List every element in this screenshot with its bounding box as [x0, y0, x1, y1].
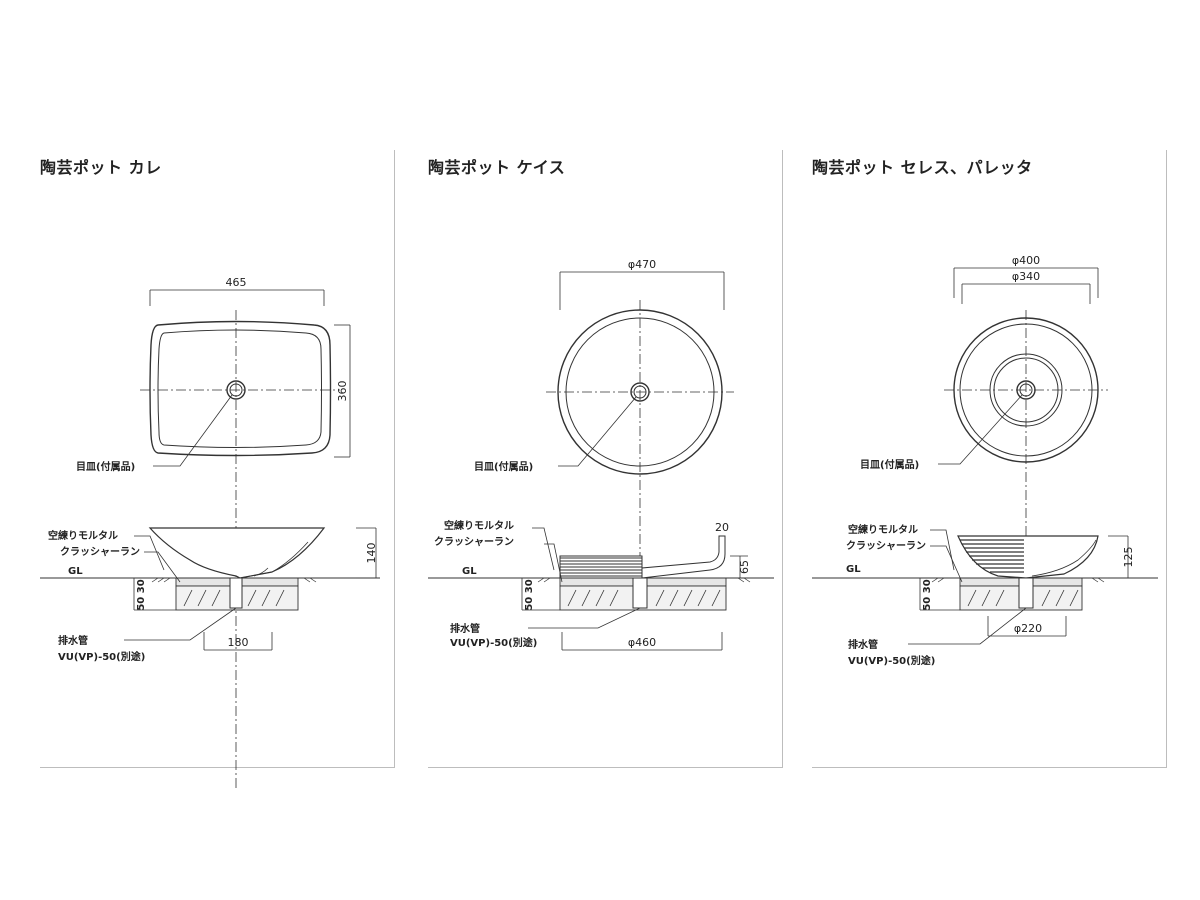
label-gl: GL	[846, 564, 861, 575]
label-strainer: 目皿(付属品)	[860, 458, 919, 471]
panel-seresu-paretta: 陶芸ポット セレス、パレッタ φ400 φ340 目皿(付属品)	[812, 150, 1167, 768]
kare-section-view	[40, 527, 380, 651]
dim-height: 125	[1122, 547, 1135, 568]
dim-base: 50 30	[524, 579, 535, 610]
kare-drawing: 465 360 目皿(付属品)	[40, 276, 380, 790]
label-drain-spec: VU(VP)-50(別途)	[450, 636, 537, 649]
dim-base-diameter: φ220	[1014, 622, 1042, 635]
label-gl: GL	[462, 566, 477, 577]
panel-keisu: 陶芸ポット ケイス φ470 目皿(付属品)	[428, 150, 783, 768]
dim-height: 65	[738, 560, 751, 574]
label-mortar: 空練りモルタル	[444, 519, 514, 532]
label-drain-spec: VU(VP)-50(別途)	[848, 654, 935, 667]
label-drain-pipe: 排水管	[450, 622, 480, 635]
dim-outer-diameter: φ400	[1012, 254, 1040, 267]
dim-height: 140	[365, 543, 378, 564]
label-mortar: 空練りモルタル	[48, 529, 118, 542]
dim-base: 50 30	[922, 579, 933, 610]
panel-title: 陶芸ポット ケイス	[428, 158, 566, 177]
panel-frame	[812, 150, 1167, 768]
label-strainer: 目皿(付属品)	[474, 460, 533, 473]
dim-top-diameter: φ470	[628, 258, 656, 271]
panel-title: 陶芸ポット カレ	[40, 158, 162, 177]
label-crusher-run: クラッシャーラン	[846, 540, 926, 552]
panel-frame	[428, 150, 783, 768]
label-drain-pipe: 排水管	[58, 634, 88, 647]
panel-title: 陶芸ポット セレス、パレッタ	[812, 158, 1033, 177]
keisu-plan-view	[546, 271, 734, 590]
label-crusher-run: クラッシャーラン	[60, 546, 140, 558]
label-drain-spec: VU(VP)-50(別途)	[58, 650, 145, 663]
dim-rim: 20	[715, 521, 729, 534]
dim-top-depth: 360	[336, 381, 349, 402]
panel-frame	[40, 150, 395, 768]
seresu-drawing: φ400 φ340 目皿(付属品) 空練りモルタル クラッシャーラ	[812, 254, 1158, 667]
label-mortar: 空練りモルタル	[848, 523, 918, 536]
dim-top-width: 465	[226, 276, 247, 289]
dim-inner-diameter: φ340	[1012, 270, 1040, 283]
dim-base-diameter: φ460	[628, 636, 656, 649]
keisu-section-view	[428, 527, 774, 651]
label-drain-pipe: 排水管	[848, 638, 878, 651]
label-strainer: 目皿(付属品)	[76, 460, 135, 473]
kare-plan-view	[140, 289, 351, 790]
label-gl: GL	[68, 566, 83, 577]
label-crusher-run: クラッシャーラン	[434, 536, 514, 548]
panel-kare: 陶芸ポット カレ 465 360 目皿(付属品)	[40, 150, 395, 790]
keisu-drawing: φ470 目皿(付属品) 空練りモルタル クラッシャーラン GL	[428, 258, 774, 651]
dim-base: 50 30	[136, 579, 147, 610]
seresu-plan-view	[938, 267, 1108, 590]
seresu-section-view	[812, 529, 1158, 645]
dim-drain-width: 180	[228, 636, 249, 649]
